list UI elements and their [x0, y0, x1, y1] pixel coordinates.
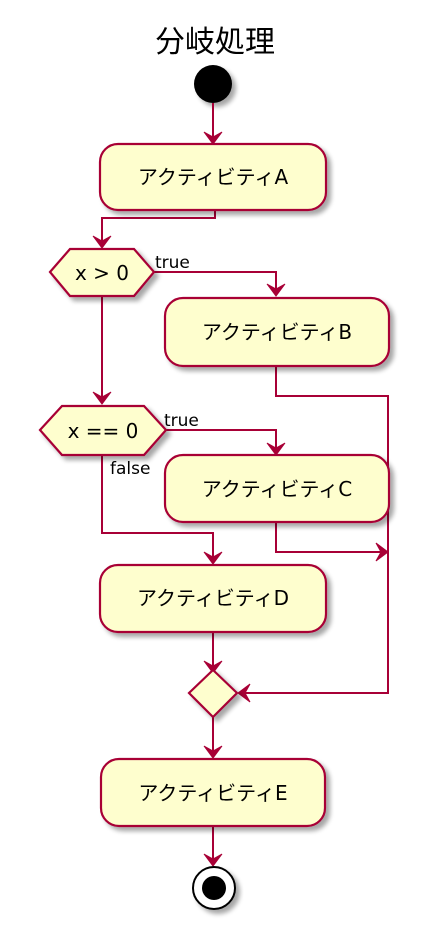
- diagram-title: 分岐処理: [155, 25, 275, 60]
- arrow-head: [266, 442, 286, 456]
- edges: [92, 103, 389, 867]
- decision-x-eq-0-label: x == 0: [68, 419, 139, 443]
- merge-node: [187, 668, 239, 719]
- arrow-head: [237, 683, 251, 703]
- activity-a: アクティビティA: [98, 142, 328, 212]
- end-node: [192, 866, 236, 910]
- arrow-head: [92, 391, 112, 405]
- arrow-head: [92, 235, 112, 249]
- activity-c: アクティビティC: [163, 453, 391, 524]
- arrow-head: [375, 542, 389, 562]
- activity-e: アクティビティE: [99, 757, 327, 828]
- arrow-head: [203, 660, 223, 674]
- start-node: [194, 65, 232, 103]
- activity-b: アクティビティB: [163, 296, 391, 368]
- edge-label-second-false: false: [110, 459, 150, 479]
- edge-decision2-false-to-d: [101, 455, 214, 560]
- activity-a-label: アクティビティA: [138, 165, 289, 189]
- activity-d: アクティビティD: [98, 563, 328, 634]
- activity-d-label: アクティビティD: [137, 586, 289, 610]
- decision-x-gt-0: x > 0: [48, 247, 156, 298]
- arrow-head: [203, 745, 223, 759]
- edge-a-to-decision1: [101, 210, 216, 244]
- activity-b-label: アクティビティB: [202, 320, 352, 344]
- arrow-head: [203, 551, 223, 565]
- arrow-head: [203, 131, 223, 145]
- arrow-head: [266, 283, 286, 297]
- edge-b-to-merge: [240, 366, 389, 694]
- edge-c-to-rail: [275, 522, 384, 553]
- edge-label-first-true: true: [155, 253, 190, 273]
- edge-decision2-true-to-c: [160, 429, 277, 450]
- decision-x-gt-0-label: x > 0: [75, 261, 129, 285]
- edge-label-second-true: true: [164, 411, 199, 431]
- edge-decision1-true-to-b: [152, 271, 277, 292]
- decision-x-eq-0: x == 0: [38, 404, 168, 457]
- activity-e-label: アクティビティE: [138, 781, 287, 805]
- arrow-head: [203, 853, 223, 867]
- activity-c-label: アクティビティC: [202, 477, 353, 501]
